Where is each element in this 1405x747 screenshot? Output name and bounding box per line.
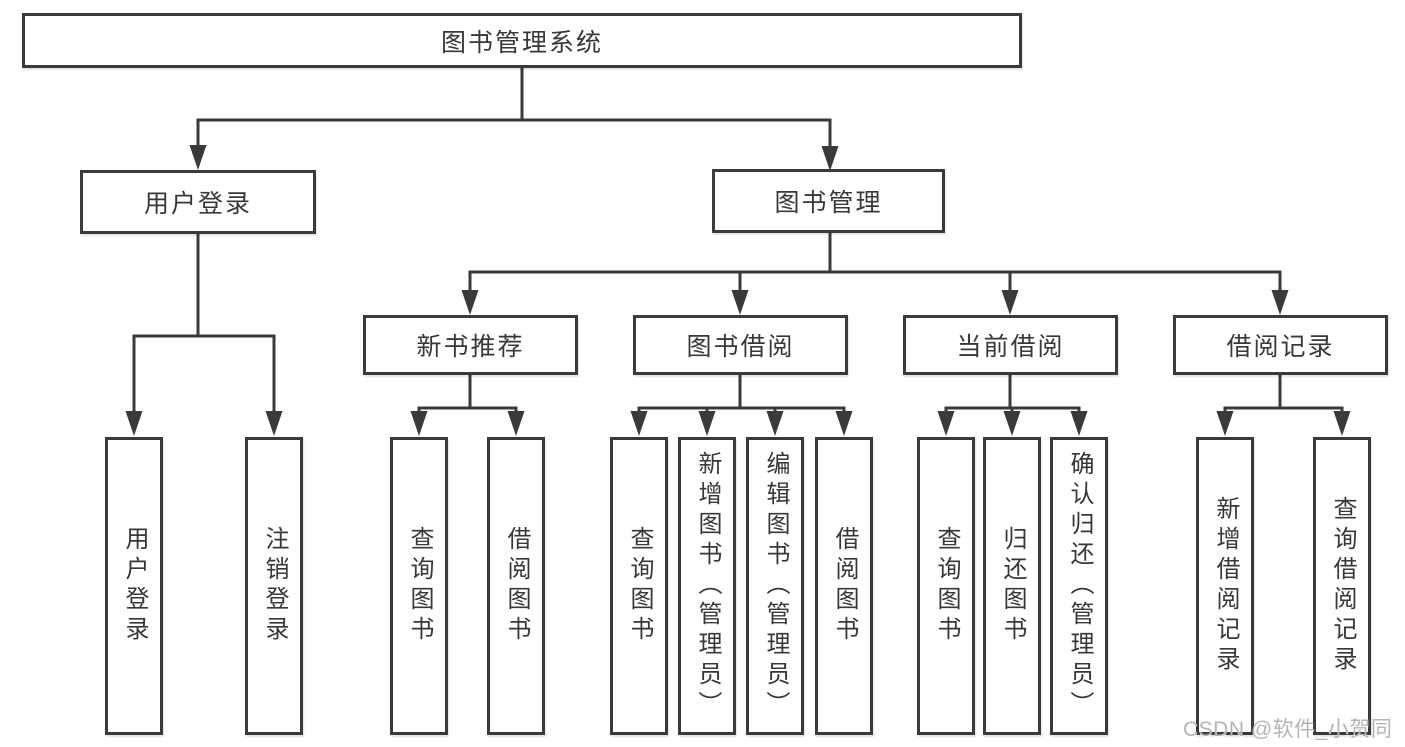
node-current-borrow: 当前借阅 [903, 315, 1118, 375]
node-label: 借阅记录 [1226, 333, 1335, 361]
node-label: 编辑图书（管理员） [762, 451, 789, 721]
leaf-edit-book-admin: 编辑图书（管理员） [746, 437, 804, 735]
node-user-login: 用户登录 [80, 170, 316, 234]
node-label: 当前借阅 [956, 333, 1065, 361]
node-library-system: 图书管理系统 [22, 13, 1022, 68]
node-new-book-recommend: 新书推荐 [363, 315, 578, 375]
node-label: 用户登录 [121, 526, 148, 646]
leaf-query-borrow-record: 查询借阅记录 [1313, 437, 1371, 735]
node-label: 归还图书 [999, 526, 1026, 646]
leaf-logout: 注销登录 [245, 437, 303, 735]
node-label: 查询借阅记录 [1329, 496, 1356, 676]
node-label: 图书借阅 [686, 333, 795, 361]
watermark-text: CSDN @软件_小贺同学 [1183, 718, 1393, 741]
arrowheads [125, 145, 1351, 436]
node-label: 图书管理 [774, 189, 883, 217]
node-label: 借阅图书 [503, 526, 530, 646]
leaf-return-book: 归还图书 [983, 437, 1041, 735]
node-label: 新书推荐 [416, 333, 525, 361]
node-book-management: 图书管理 [712, 169, 945, 233]
leaf-add-borrow-record: 新增借阅记录 [1196, 437, 1254, 735]
node-label: 查询图书 [933, 526, 960, 646]
leaf-query-books-current: 查询图书 [917, 437, 975, 735]
leaf-query-books-borrow: 查询图书 [610, 437, 668, 735]
node-label: 新增借阅记录 [1212, 496, 1239, 676]
node-label: 用户登录 [143, 190, 252, 218]
node-label: 确认归还（管理员） [1066, 451, 1093, 721]
leaf-borrow-books-recommend: 借阅图书 [487, 437, 545, 735]
leaf-user-login: 用户登录 [105, 437, 163, 735]
node-label: 查询图书 [406, 526, 433, 646]
node-label: 图书管理系统 [440, 28, 603, 57]
node-label: 查询图书 [626, 526, 653, 646]
node-label: 注销登录 [261, 526, 288, 646]
leaf-query-books-recommend: 查询图书 [390, 437, 448, 735]
node-label: 新增图书（管理员） [694, 451, 721, 721]
node-book-borrow: 图书借阅 [633, 315, 848, 375]
leaf-borrow-books: 借阅图书 [815, 437, 873, 735]
node-label: 借阅图书 [831, 526, 858, 646]
leaf-confirm-return-admin: 确认归还（管理员） [1050, 437, 1108, 735]
leaf-add-book-admin: 新增图书（管理员） [678, 437, 736, 735]
node-borrow-records: 借阅记录 [1173, 315, 1388, 375]
